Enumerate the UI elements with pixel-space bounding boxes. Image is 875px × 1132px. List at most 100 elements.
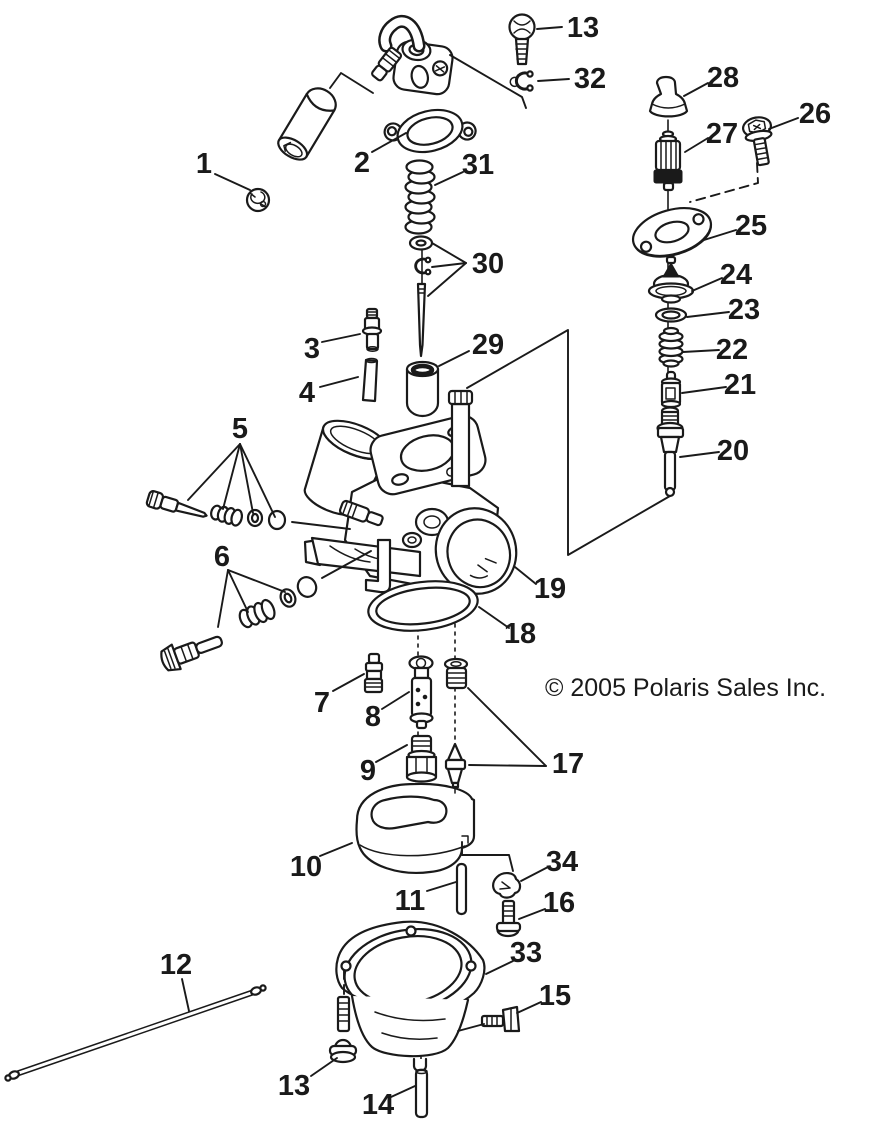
leader-line-6 xyxy=(227,569,286,593)
part-18-gasket xyxy=(367,580,479,632)
leader-line-24 xyxy=(691,277,723,292)
part-8-nozzle xyxy=(408,655,434,730)
connector-lines xyxy=(291,54,759,1032)
connector-line xyxy=(457,1023,485,1032)
callout-label-17: 17 xyxy=(552,748,584,780)
part-inlet-valve-body xyxy=(277,87,337,161)
leader-line-19 xyxy=(514,566,537,585)
part-27-adjuster xyxy=(653,130,683,192)
part-13-screw-top xyxy=(508,13,536,66)
leader-line-8 xyxy=(381,691,410,710)
part-32-eclip xyxy=(509,70,534,92)
leader-line-5 xyxy=(222,443,241,510)
callout-label-14: 14 xyxy=(362,1089,394,1121)
part-31-spring xyxy=(404,159,436,235)
callout-label-18: 18 xyxy=(504,618,536,650)
part-33-float-bowl xyxy=(335,920,486,1073)
part-17-pilot-jet xyxy=(443,657,469,690)
leader-line-5 xyxy=(187,443,241,501)
leader-line-27 xyxy=(684,137,709,153)
part-26-bolt xyxy=(742,116,773,167)
part-24-plunger-cap xyxy=(647,255,695,304)
callout-label-5: 5 xyxy=(232,413,248,445)
connector-line xyxy=(291,521,351,530)
part-29-throttle-slide xyxy=(405,360,440,418)
callout-label-2: 2 xyxy=(354,147,370,179)
leader-line-21 xyxy=(681,386,727,394)
part-7-jet xyxy=(363,652,384,694)
leader-line-30 xyxy=(427,262,467,297)
leader-line-34 xyxy=(520,866,549,882)
leader-line-1 xyxy=(214,173,251,191)
callout-label-13: 13 xyxy=(278,1070,310,1102)
callout-label-26: 26 xyxy=(799,98,831,130)
callout-label-8: 8 xyxy=(365,701,381,733)
part-30-jet-needle xyxy=(416,282,427,358)
leader-line-16 xyxy=(518,908,546,920)
part-25-flange-plate xyxy=(631,207,713,258)
callout-label-10: 10 xyxy=(290,851,322,883)
leader-line-5 xyxy=(239,443,276,518)
callout-label-3: 3 xyxy=(304,333,320,365)
leader-line-31 xyxy=(434,171,464,186)
callout-label-6: 6 xyxy=(214,541,230,573)
leader-line-25 xyxy=(703,229,737,241)
connector-line xyxy=(689,162,759,203)
part-34-clip xyxy=(492,872,522,899)
leader-line-23 xyxy=(686,311,730,318)
callout-label-4: 4 xyxy=(299,377,315,409)
callout-label-19: 19 xyxy=(534,573,566,605)
callout-label-7: 7 xyxy=(314,687,330,719)
leader-line-13 xyxy=(310,1057,338,1077)
part-3-fitting xyxy=(361,307,383,352)
leader-line-20 xyxy=(679,451,720,458)
leader-line-32 xyxy=(537,78,570,82)
part-30-washer xyxy=(408,235,434,251)
callout-label-23: 23 xyxy=(728,294,760,326)
callout-label-31: 31 xyxy=(462,149,494,181)
leader-line-9 xyxy=(375,744,408,763)
callout-label-21: 21 xyxy=(724,369,756,401)
part-17-needle-valve xyxy=(444,742,467,789)
leader-line-17 xyxy=(468,764,547,767)
leader-line-33 xyxy=(485,960,514,975)
connector-line xyxy=(466,329,671,556)
part-1-nut xyxy=(245,187,271,213)
part-5-pilot-screw-set xyxy=(145,490,287,531)
callout-label-28: 28 xyxy=(707,62,739,94)
connector-line xyxy=(461,841,514,872)
part-22-spring xyxy=(658,326,684,368)
leader-line-11 xyxy=(426,881,457,892)
part-6-idle-screw-set xyxy=(160,576,318,672)
part-23-oring xyxy=(654,307,688,323)
leader-line-22 xyxy=(682,349,720,353)
callout-label-33: 33 xyxy=(510,937,542,969)
part-throttle-cap-assembly xyxy=(371,14,454,96)
callout-label-16: 16 xyxy=(543,887,575,919)
part-20-plunger xyxy=(656,406,685,498)
callout-label-20: 20 xyxy=(717,435,749,467)
copyright-text: © 2005 Polaris Sales Inc. xyxy=(545,674,826,702)
leader-line-10 xyxy=(319,842,353,857)
leader-line-2 xyxy=(371,132,407,153)
part-4-tube xyxy=(361,357,379,403)
leader-line-26 xyxy=(768,117,799,130)
callout-label-25: 25 xyxy=(735,210,767,242)
leader-line-17 xyxy=(467,687,547,767)
part-16-screw xyxy=(495,899,522,938)
leader-line-30 xyxy=(431,262,467,268)
leader-line-4 xyxy=(319,376,359,388)
callout-label-34: 34 xyxy=(546,846,578,878)
part-15-screw xyxy=(480,1005,521,1033)
callout-label-15: 15 xyxy=(539,980,571,1012)
part-30-eclip xyxy=(414,256,432,276)
callout-label-11: 11 xyxy=(395,885,426,917)
part-14-drain-tube xyxy=(414,1068,429,1119)
connector-line xyxy=(321,550,372,579)
part-11-float-pin xyxy=(455,862,468,916)
callout-label-29: 29 xyxy=(472,329,504,361)
part-9-main-jet xyxy=(405,734,438,783)
